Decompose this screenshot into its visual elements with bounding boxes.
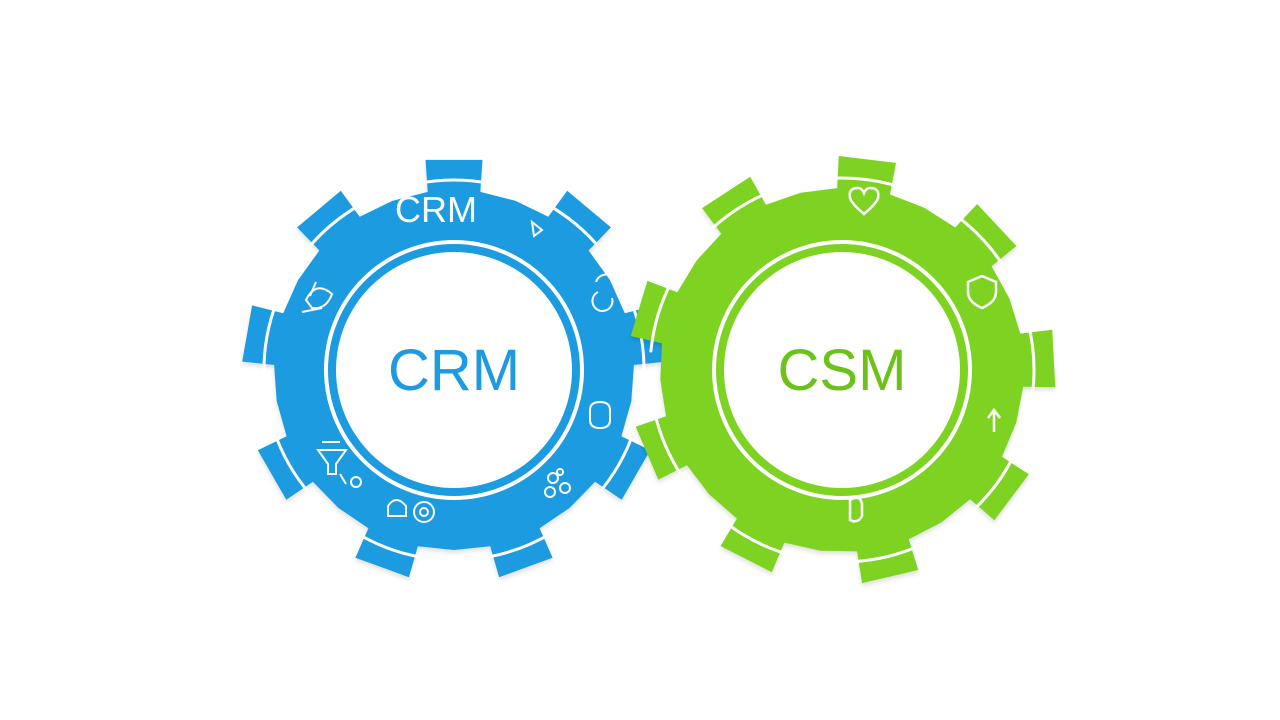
rim-dash [262, 299, 279, 376]
rim-dash [1026, 321, 1036, 399]
csm-gear: CSM [630, 156, 1056, 584]
crm-gear: CRM CRM [242, 159, 666, 578]
rim-dash [481, 531, 554, 560]
person-heart-icon [301, 281, 334, 313]
crm-center-label: CRM [388, 338, 520, 403]
crm-inner-ring [324, 240, 584, 500]
rim-dash [846, 543, 923, 564]
rim-dash [952, 212, 1007, 270]
face-icon [848, 496, 864, 523]
heart-icon [848, 186, 880, 216]
crm-hub [336, 252, 572, 488]
handshake-icon [387, 499, 407, 517]
csm-hub [724, 252, 960, 488]
csm-rim-dashes [649, 176, 1036, 564]
rim-dash [706, 190, 772, 235]
filter-person-icon [339, 473, 362, 488]
donut-icon [413, 501, 435, 523]
rim-dash [968, 451, 1017, 515]
rim-dash [826, 176, 904, 189]
rim-dash [544, 202, 604, 253]
rim-dash [272, 429, 313, 497]
bell-icon [530, 219, 544, 238]
rim-dash [722, 519, 792, 557]
refresh-icon [591, 273, 618, 312]
rim-dash [595, 429, 636, 497]
network-icon [544, 468, 571, 498]
csm-inner-ring [712, 240, 972, 500]
crm-rim-label: CRM [395, 189, 477, 230]
crm-rim-dashes [262, 178, 646, 560]
rim-dash [415, 178, 493, 186]
rim-dash [649, 278, 675, 353]
shield-icon [966, 274, 998, 310]
rim-dash [354, 531, 427, 560]
rim-dash [304, 202, 364, 253]
csm-center-label: CSM [778, 338, 907, 403]
chat-icon [589, 400, 611, 430]
funnel-icon [316, 441, 348, 475]
growth-arrow-icon [987, 407, 1001, 432]
rim-dash [652, 408, 685, 480]
